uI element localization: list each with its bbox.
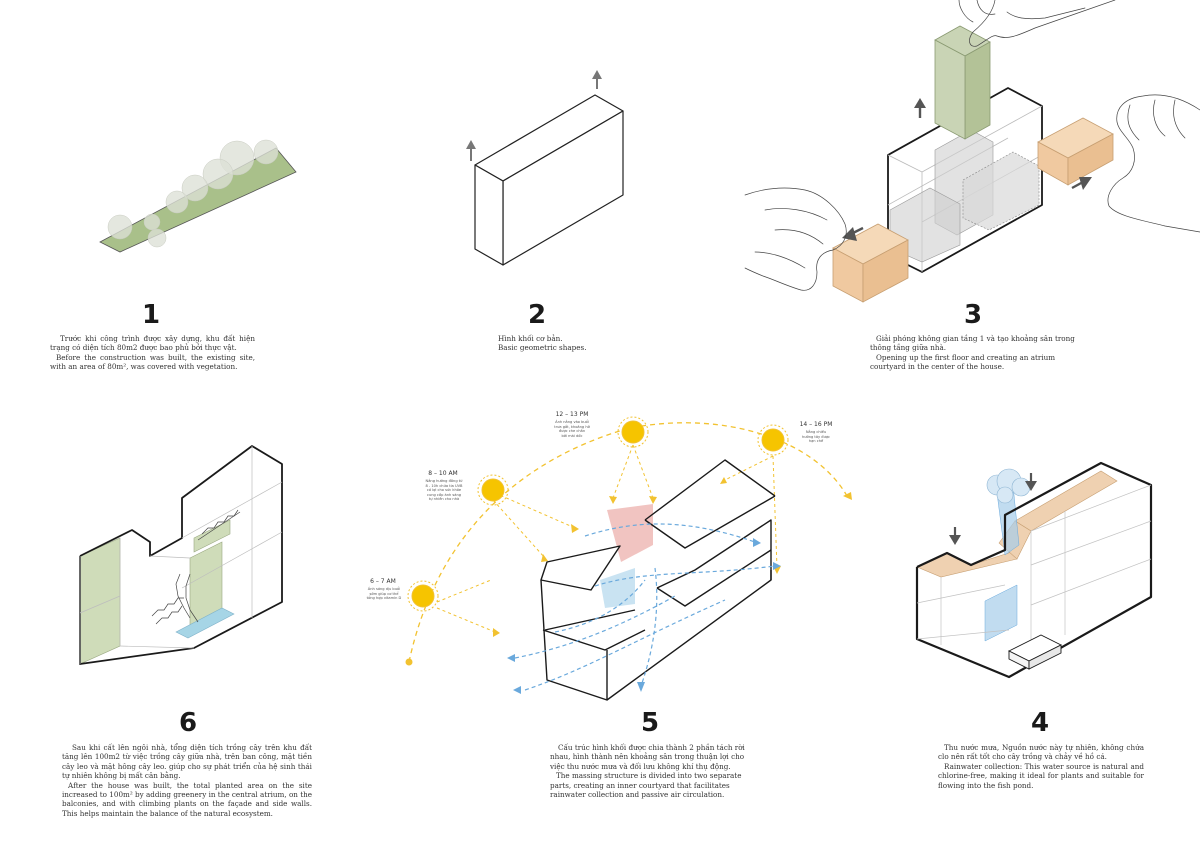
site-vegetation-diagram bbox=[99, 139, 297, 253]
fish-pond bbox=[175, 607, 235, 639]
caption-1-en: Before the construction was built, the e… bbox=[50, 352, 255, 372]
sun-note-3-line-4: bởi mái dốc bbox=[561, 433, 583, 438]
upward-arrows bbox=[466, 70, 602, 161]
caption-5-en: The massing structure is divided into tw… bbox=[550, 771, 742, 800]
stair-sketch bbox=[151, 509, 241, 625]
sun-note-2-line-1: Nắng hướng đông từ bbox=[425, 479, 463, 483]
sun-note-3-line-2: trưa gắt, khoảng hở bbox=[554, 424, 590, 429]
building-outline bbox=[540, 459, 776, 701]
caption-3-en: Opening up the first floor and creating … bbox=[870, 352, 1056, 372]
wind-flow bbox=[514, 523, 776, 691]
caption-1-vi: Trước khi công trình được xây dựng, khu … bbox=[50, 334, 255, 353]
sun-note-4-line-3: hạn chế bbox=[808, 439, 824, 444]
atrium-opening-diagram bbox=[744, 0, 1200, 303]
rainwater-collection-diagram bbox=[915, 461, 1153, 679]
rain-cloud bbox=[986, 468, 1031, 504]
step-number-5: 5 bbox=[640, 708, 660, 738]
sun-time-label-2: 8 – 10 AM bbox=[428, 470, 458, 477]
sun-note-1: Ánh sáng dịu buổi sớm giúp cơ thể tổng h… bbox=[364, 587, 404, 601]
lifted-green-volume bbox=[934, 25, 991, 140]
green-walls bbox=[79, 519, 231, 665]
sun-note-2-line-5: tự nhiên cho nhà bbox=[428, 497, 460, 502]
direction-arrows bbox=[842, 98, 1092, 241]
sun-note-3-line-1: Ánh nắng vào buổi bbox=[555, 420, 589, 424]
caption-5: Cấu trúc hình khối được chia thành 2 phầ… bbox=[550, 743, 755, 799]
sun-markers bbox=[411, 420, 785, 608]
caption-6-en: After the house was built, the total pla… bbox=[62, 780, 312, 818]
step-number-3: 3 bbox=[963, 300, 983, 330]
sun-note-4-line-1: Nắng chiều bbox=[805, 430, 827, 434]
sun-note-3: Ánh nắng vào buổi trưa gắt, khoảng hở đư… bbox=[552, 420, 592, 438]
sun-note-2: Nắng hướng đông từ 8 - 10h chứa tia UVB … bbox=[424, 479, 464, 502]
sun-note-1-line-3: tổng hợp vitamin D bbox=[366, 596, 402, 601]
sun-rays bbox=[436, 444, 778, 633]
sun-note-1-line-2: sớm giúp cơ thể bbox=[369, 591, 399, 596]
sun-note-2-line-2: 8 - 10h chứa tia UVB bbox=[425, 483, 463, 488]
sun-note-1-line-1: Ánh sáng dịu buổi bbox=[367, 587, 401, 591]
sun-note-4: Nắng chiều hướng tây được hạn chế bbox=[796, 430, 836, 444]
timber-box-left bbox=[832, 223, 909, 303]
caption-4: Thu nước mưa, Nguồn nước này tự nhiên, k… bbox=[938, 743, 1144, 790]
blue-shade-patch bbox=[600, 568, 635, 608]
timber-box-right bbox=[1037, 117, 1114, 186]
hand-sketches bbox=[744, 0, 1200, 291]
greenery-house-diagram bbox=[79, 445, 283, 665]
step-number-6: 6 bbox=[178, 708, 198, 738]
sun-time-label-1: 6 – 7 AM bbox=[370, 578, 396, 585]
step-number-1: 1 bbox=[141, 300, 161, 330]
caption-2: Hình khối cơ bản. Basic geometric shapes… bbox=[498, 334, 658, 353]
fish-pond-box bbox=[1007, 634, 1063, 670]
sun-time-label-4: 14 – 16 PM bbox=[799, 421, 833, 428]
sun-time-label-3: 12 – 13 PM bbox=[555, 411, 589, 418]
sun-note-3-line-3: được che chắn bbox=[558, 429, 586, 434]
caption-1: Trước khi công trình được xây dựng, khu … bbox=[50, 334, 255, 372]
caption-2-en: Basic geometric shapes. bbox=[498, 343, 587, 353]
sun-note-2-line-4: cung cấp ánh sáng bbox=[426, 492, 462, 497]
house-outline bbox=[915, 461, 1153, 679]
caption-5-vi: Cấu trúc hình khối được chia thành 2 phầ… bbox=[550, 743, 745, 771]
caption-4-en: Rainwater collection: This water source … bbox=[938, 761, 1144, 790]
sun-wind-diagram bbox=[405, 416, 852, 701]
basic-volume-diagram bbox=[466, 70, 624, 266]
caption-6: Sau khi cất lên ngôi nhà, tổng diện tích… bbox=[62, 743, 312, 818]
caption-3-vi: Giải phóng không gian tầng 1 và tạo khoả… bbox=[870, 334, 1075, 353]
step-number-2: 2 bbox=[527, 300, 547, 330]
house-outline bbox=[79, 445, 283, 665]
rain-arrows bbox=[949, 473, 1037, 545]
sun-note-2-line-3: có lợi cho sức khỏe bbox=[426, 488, 462, 493]
caption-3: Giải phóng không gian tầng 1 và tạo khoả… bbox=[870, 334, 1075, 372]
block-end-face bbox=[474, 164, 504, 266]
step-number-4: 4 bbox=[1030, 708, 1050, 738]
tree-canopies bbox=[107, 139, 279, 248]
caption-2-vi: Hình khối cơ bản. bbox=[498, 334, 563, 343]
caption-4-vi: Thu nước mưa, Nguồn nước này tự nhiên, k… bbox=[938, 743, 1144, 762]
caption-6-vi: Sau khi cất lên ngôi nhà, tổng diện tích… bbox=[62, 743, 312, 781]
sun-note-4-line-2: hướng tây được bbox=[801, 434, 831, 439]
